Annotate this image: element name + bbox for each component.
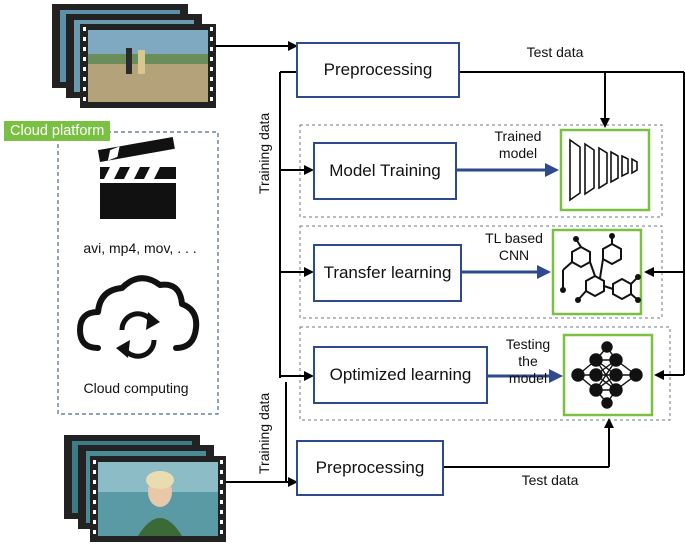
testing-model-line-3: model — [508, 370, 548, 386]
transfer-learning-box: Transfer learning — [313, 244, 462, 302]
test-data-bottom-label: Test data — [521, 472, 579, 488]
cloud-sync-icon — [77, 275, 200, 359]
preprocessing-bottom-box: Preprocessing — [296, 440, 444, 496]
training-data-bottom-label: Training data — [256, 392, 272, 474]
film-frames-beach-icon — [52, 4, 216, 108]
tl-cnn-line-1: TL based — [485, 230, 543, 246]
test-data-top-label: Test data — [526, 44, 584, 60]
cloud-platform-panel — [57, 131, 219, 415]
testing-model-line-2: the — [518, 353, 538, 369]
trained-model-label: Trained model — [478, 128, 558, 162]
preprocessing-top-box: Preprocessing — [296, 42, 460, 98]
testing-model-label: Testing the model — [490, 336, 566, 387]
film-frames-portrait-icon — [64, 435, 226, 542]
cnn-layers-icon — [569, 138, 638, 202]
tl-cnn-line-2: CNN — [498, 247, 530, 263]
cloud-platform-tag: Cloud platform — [4, 121, 111, 141]
model-training-box: Model Training — [313, 142, 457, 200]
molecule-frame — [551, 228, 643, 316]
video-formats-label: avi, mp4, mov, . . . — [83, 240, 197, 256]
blue-arrows — [455, 163, 563, 383]
testing-model-line-1: Testing — [505, 336, 551, 352]
optimized-learning-box: Optimized learning — [313, 346, 488, 404]
neural-network-icon — [571, 341, 643, 409]
optimized-learning-group — [299, 326, 671, 421]
training-data-top-label: Training data — [256, 112, 272, 194]
trained-model-line-1: Trained — [494, 128, 542, 144]
connectors — [215, 41, 685, 487]
model-training-group — [299, 124, 663, 218]
tl-cnn-label: TL based CNN — [474, 230, 554, 264]
clapperboard-icon — [97, 136, 176, 219]
trained-model-line-2: model — [498, 145, 538, 161]
cloud-computing-label: Cloud computing — [83, 380, 189, 396]
